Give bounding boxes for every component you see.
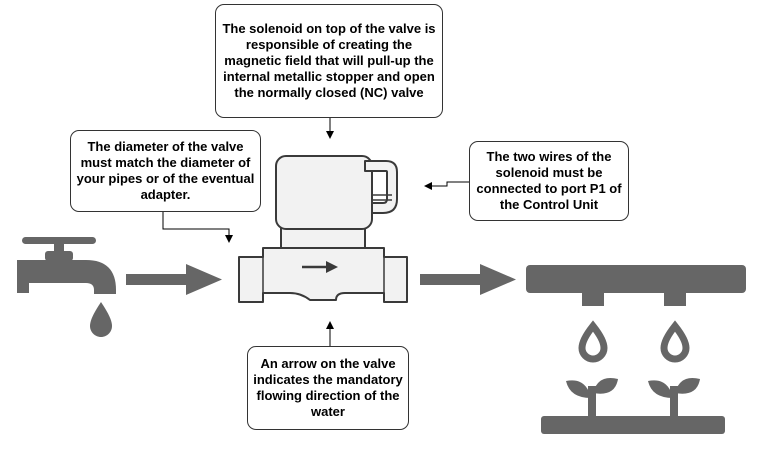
- solenoid-callout: The solenoid on top of the valve is resp…: [215, 4, 443, 118]
- callout-connectors: [162, 118, 469, 346]
- solenoid-callout-text: The solenoid on top of the valve is resp…: [222, 21, 436, 100]
- solenoid-valve-icon: [238, 155, 408, 303]
- water-drop-icon: [578, 320, 608, 363]
- wires-callout: The two wires of the solenoid must be co…: [469, 141, 629, 221]
- drip-irrigation-line-icon: [526, 265, 746, 306]
- flow-arrow-icon: [126, 264, 222, 295]
- plant-sprout-icon: [648, 377, 700, 418]
- wires-callout-text: The two wires of the solenoid must be co…: [476, 149, 622, 212]
- arrow-callout: An arrow on the valve indicates the mand…: [247, 346, 409, 430]
- arrow-callout-text: An arrow on the valve indicates the mand…: [253, 356, 403, 419]
- diameter-callout-text: The diameter of the valve must match the…: [76, 139, 255, 202]
- ground-bar: [541, 416, 725, 434]
- water-drop-icon: [90, 302, 112, 337]
- water-tap-icon: [17, 237, 116, 294]
- flow-direction-arrow-icon: [302, 261, 338, 273]
- diameter-callout: The diameter of the valve must match the…: [70, 130, 261, 212]
- plant-sprout-icon: [566, 377, 618, 418]
- water-drop-icon: [660, 320, 690, 363]
- flow-arrow-icon: [420, 264, 516, 295]
